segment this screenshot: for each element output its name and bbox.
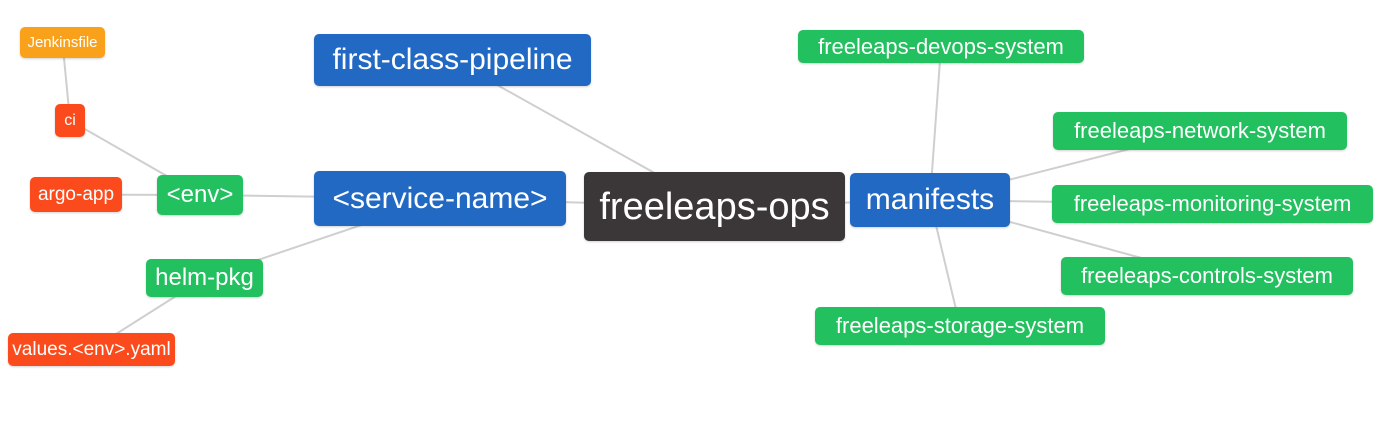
node-jenkinsfile[interactable]: Jenkinsfile [20, 27, 105, 58]
node-pipeline[interactable]: first-class-pipeline [314, 34, 591, 86]
node-ops[interactable]: freeleaps-ops [584, 172, 845, 241]
node-env[interactable]: <env> [157, 175, 243, 215]
node-helm-pkg[interactable]: helm-pkg [146, 259, 263, 297]
node-argo-app[interactable]: argo-app [30, 177, 122, 212]
node-values-yaml[interactable]: values.<env>.yaml [8, 333, 175, 366]
node-manifests[interactable]: manifests [850, 173, 1010, 227]
node-devops[interactable]: freeleaps-devops-system [798, 30, 1084, 63]
node-ci[interactable]: ci [55, 104, 85, 137]
node-service[interactable]: <service-name> [314, 171, 566, 226]
node-controls[interactable]: freeleaps-controls-system [1061, 257, 1353, 295]
node-network[interactable]: freeleaps-network-system [1053, 112, 1347, 150]
node-monitoring[interactable]: freeleaps-monitoring-system [1052, 185, 1373, 223]
node-storage[interactable]: freeleaps-storage-system [815, 307, 1105, 345]
